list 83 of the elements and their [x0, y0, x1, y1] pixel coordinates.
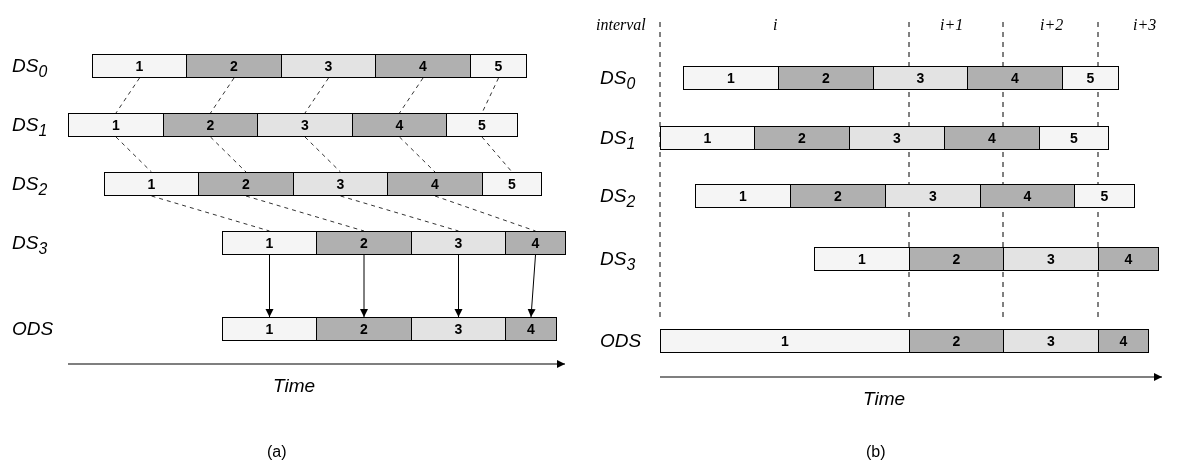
arrow [527, 254, 536, 318]
data-segment: 4 [1098, 247, 1159, 271]
data-segment: 1 [695, 184, 791, 208]
dashed-connector [340, 195, 459, 232]
data-segment: 3 [411, 317, 506, 341]
row-label: DS$_{3}$ [12, 232, 48, 259]
row-label: ODS [600, 330, 642, 352]
dashed-connector [481, 136, 513, 173]
row-label: DS$_{2}$ [600, 185, 636, 212]
data-segment: 2 [186, 54, 282, 78]
data-segment: 3 [849, 126, 945, 150]
arrow [265, 254, 274, 318]
dashed-connector [210, 136, 247, 173]
dashed-connector [210, 77, 235, 114]
data-segment: 5 [1074, 184, 1135, 208]
data-segment: 3 [1003, 329, 1099, 353]
panel-label: (b) [866, 442, 886, 462]
row-label: DS$_{3}$ [600, 248, 636, 275]
dashed-connector [151, 195, 270, 232]
data-segment: 2 [909, 247, 1004, 271]
data-segment: 2 [316, 317, 412, 341]
dashed-connector [304, 77, 329, 114]
interval-label: i+1 [940, 15, 964, 35]
data-segment: 1 [92, 54, 187, 78]
data-segment: 2 [163, 113, 258, 137]
interval-label: i+2 [1040, 15, 1064, 35]
data-segment: 4 [980, 184, 1075, 208]
row-label: DS$_{1}$ [12, 114, 48, 141]
data-segment: 4 [352, 113, 447, 137]
dashed-connector [304, 136, 341, 173]
data-segment: 3 [293, 172, 388, 196]
interval-label: i+3 [1133, 15, 1157, 35]
row-label: DS$_{0}$ [600, 67, 636, 94]
dashed-connector [115, 77, 140, 114]
data-segment: 5 [482, 172, 542, 196]
data-segment: 1 [222, 231, 317, 255]
data-segment: 1 [683, 66, 779, 90]
data-segment: 1 [68, 113, 164, 137]
data-segment: 5 [1062, 66, 1119, 90]
data-segment: 4 [505, 317, 557, 341]
data-segment: 1 [814, 247, 910, 271]
data-segment: 5 [446, 113, 518, 137]
row-label: DS$_{1}$ [600, 127, 636, 154]
row-label: DS$_{0}$ [12, 55, 48, 82]
data-segment: 4 [375, 54, 471, 78]
row-label: ODS [12, 318, 54, 340]
data-segment: 3 [281, 54, 376, 78]
data-segment: 2 [790, 184, 886, 208]
data-segment: 2 [754, 126, 850, 150]
data-segment: 3 [1003, 247, 1099, 271]
data-segment: 3 [411, 231, 506, 255]
dashed-connector [399, 136, 436, 173]
data-segment: 1 [222, 317, 317, 341]
data-segment: 5 [470, 54, 527, 78]
dashed-connector [115, 136, 152, 173]
data-segment: 4 [944, 126, 1040, 150]
dashed-connector [434, 195, 536, 232]
data-segment: 2 [316, 231, 412, 255]
data-segment: 2 [198, 172, 294, 196]
data-segment: 3 [885, 184, 981, 208]
data-segment: 4 [387, 172, 483, 196]
dashed-connector [481, 77, 499, 114]
row-label: DS$_{2}$ [12, 173, 48, 200]
data-segment: 2 [778, 66, 874, 90]
interval-label: i [773, 15, 778, 35]
data-segment: 1 [104, 172, 199, 196]
axis-label: Time [863, 388, 906, 410]
data-segment: 4 [505, 231, 566, 255]
panel-label: (a) [267, 442, 287, 462]
data-segment: 2 [909, 329, 1004, 353]
dashed-connector [245, 195, 365, 232]
arrow [360, 254, 368, 318]
data-segment: 4 [967, 66, 1063, 90]
data-segment: 3 [873, 66, 968, 90]
data-segment: 1 [660, 329, 910, 353]
interval-label: interval [596, 15, 646, 35]
data-segment: 4 [1098, 329, 1149, 353]
dashed-connector [399, 77, 424, 114]
axis-label: Time [273, 375, 316, 397]
data-segment: 1 [660, 126, 755, 150]
data-segment: 5 [1039, 126, 1109, 150]
data-segment: 3 [257, 113, 353, 137]
arrow [454, 254, 463, 318]
